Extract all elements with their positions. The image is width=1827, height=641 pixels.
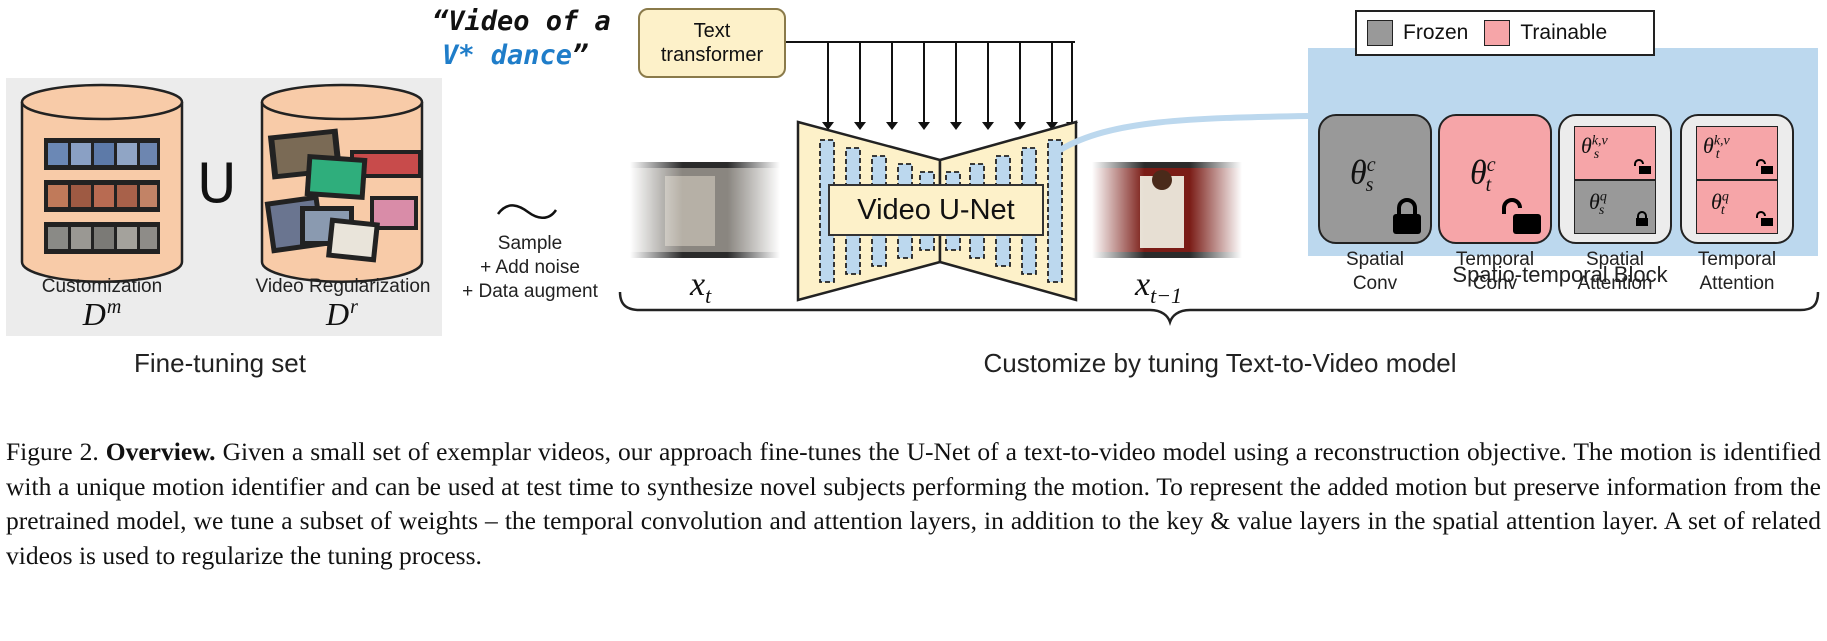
caption-bold: Overview. xyxy=(105,437,216,466)
customization-symbol: Dm xyxy=(82,296,122,332)
spatial-conv-box: θcs xyxy=(1318,114,1432,244)
frozen-swatch xyxy=(1367,20,1393,46)
customize-bracket xyxy=(618,291,1820,326)
spatial-attn-q-cell: θqs xyxy=(1574,180,1656,234)
video-unet-label: Video U-Net xyxy=(828,184,1044,236)
legend-frozen-label: Frozen xyxy=(1403,21,1469,44)
lock-open-icon xyxy=(1756,211,1773,226)
customization-film-strips xyxy=(44,138,160,254)
temporal-attn-kv-cell: θk,vt xyxy=(1696,126,1778,180)
union-symbol: U xyxy=(197,152,237,215)
customization-label: Customization xyxy=(41,276,163,297)
sample-augment-label: Sample+ Add noise+ Data augment xyxy=(462,233,598,302)
caption-prefix: Figure 2. xyxy=(6,437,99,466)
spatio-temporal-block-title: Spatio-temporal Block xyxy=(1452,262,1668,287)
lock-closed-icon xyxy=(1636,211,1648,226)
spatio-temporal-panel: θcs θct θk,vs θqs θk,vt θqt xyxy=(1308,48,1818,294)
spatial-attn-kv-cell: θk,vs xyxy=(1574,126,1656,180)
fine-tuning-set-title: Fine-tuning set xyxy=(134,348,306,378)
customize-title: Customize by tuning Text-to-Video model xyxy=(983,348,1457,378)
spatial-conv-symbol: θcs xyxy=(1350,154,1376,197)
noisy-latent-var: xt xyxy=(690,266,712,308)
trainable-swatch xyxy=(1484,20,1511,46)
caption-body: Given a small set of exemplar videos, ou… xyxy=(6,437,1822,570)
spatial-attention-box: θk,vs θqs xyxy=(1558,114,1672,244)
temporal-conv-box: θct xyxy=(1438,114,1552,244)
prompt-line-2: V* dance” xyxy=(442,40,589,71)
regularization-film-strips xyxy=(264,128,422,263)
conditioning-arrows xyxy=(786,41,1075,124)
regularization-label: Video Regularization xyxy=(255,276,431,297)
sample-tilde xyxy=(496,204,558,219)
figure-caption: Figure 2. Overview. Given a small set of… xyxy=(6,435,1821,573)
lock-open-icon xyxy=(1756,159,1773,174)
temporal-conv-symbol: θct xyxy=(1470,154,1496,197)
lock-open-icon xyxy=(1634,159,1651,174)
zoom-connector xyxy=(1058,113,1309,153)
lock-closed-icon xyxy=(1393,198,1421,234)
regularization-symbol: Dr xyxy=(326,296,358,332)
temporal-attn-q-cell: θqt xyxy=(1696,180,1778,234)
arrow-heads xyxy=(822,122,1078,130)
denoised-video-frames xyxy=(1092,162,1242,258)
prompt-line-1: “Video of a xyxy=(432,6,611,37)
lock-open-icon xyxy=(1502,198,1541,234)
legend-trainable-label: Trainable xyxy=(1520,21,1608,44)
customization-dataset-cylinder xyxy=(20,83,184,283)
regularization-dataset-cylinder xyxy=(260,83,424,283)
denoised-latent-var: xt−1 xyxy=(1135,266,1183,308)
legend: Frozen Trainable xyxy=(1355,10,1655,56)
noisy-video-frames xyxy=(630,162,780,258)
temporal-attention-box: θk,vt θqt xyxy=(1680,114,1794,244)
